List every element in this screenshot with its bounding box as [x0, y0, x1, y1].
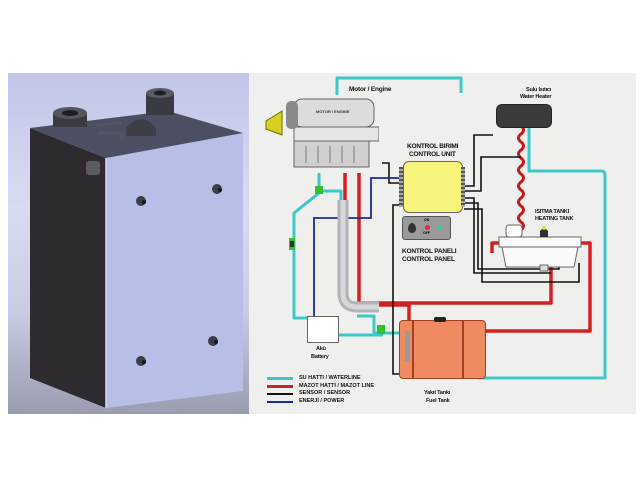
- control-unit-label-en: CONTROL UNIT: [409, 151, 456, 158]
- legend-swatch-fuel: [267, 385, 293, 388]
- control-unit-box: [403, 161, 463, 213]
- water-heater-label-tr: Sulu Isıtıcı: [526, 87, 552, 93]
- legend-swatch-sensor: [267, 393, 293, 395]
- fitting-elbow-icon: [126, 119, 156, 136]
- tank-side-face: [30, 128, 106, 408]
- switch-red[interactable]: [425, 225, 430, 230]
- legend: SU HATTI / WATERLINE MAZOT HATTI / MAZOT…: [267, 375, 397, 411]
- battery-box: [307, 316, 339, 343]
- control-panel-label-tr: KONTROL PANELI: [402, 248, 457, 255]
- legend-label-sensor: SENSOR / SENSOR: [299, 390, 351, 396]
- switch-on-label: ON: [424, 218, 430, 222]
- control-unit-pins-right: [461, 167, 465, 207]
- control-panel-label-en: CONTROL PANEL: [402, 256, 455, 263]
- heating-tank-label-en: HEATING TANK: [535, 216, 574, 222]
- control-unit-label-tr: KONTROL BIRIMI: [407, 143, 459, 150]
- engine-label: Motor / Engine: [349, 86, 392, 93]
- exhaust-pipe: [337, 200, 379, 313]
- battery-label-tr: Akü: [316, 346, 326, 352]
- engine-icon: MOTOR / ENGINE: [265, 98, 379, 168]
- heating-tank-icon: [498, 224, 582, 272]
- fuel-tank-box: [399, 317, 486, 379]
- side-fitting-icon: [86, 161, 100, 175]
- diagram-lines: [289, 76, 607, 380]
- power-lines: [313, 177, 401, 318]
- heater-fuel-coil: [517, 116, 525, 248]
- heating-system-diagram: MOTOR / ENGINE ON OFF Motor / Engine Sul…: [249, 73, 636, 414]
- legend-label-power: ENERJI / POWER: [299, 398, 345, 404]
- heating-tank-label-tr: ISITMA TANKI: [535, 209, 569, 215]
- battery-label-en: Battery: [311, 354, 329, 360]
- water-tee-fitting: [315, 186, 323, 194]
- legend-swatch-water: [267, 377, 293, 380]
- engine-plate-text: MOTOR / ENGINE: [316, 109, 350, 114]
- control-unit-pins-left: [399, 167, 403, 207]
- water-tee-fitting-2: [377, 325, 385, 334]
- legend-label-water: SU HATTI / WATERLINE: [299, 375, 361, 381]
- water-heater: [496, 104, 552, 128]
- fuel-level-sensor: [405, 331, 410, 361]
- legend-swatch-power: [267, 401, 293, 403]
- fuel-drop-icon: [408, 223, 416, 233]
- control-panel-box: ON OFF: [402, 216, 451, 240]
- tank-front-face: [106, 133, 243, 408]
- tank-render-image: [8, 73, 249, 414]
- fuel-tank-label-en: Fuel Tank: [426, 398, 450, 404]
- fitting-icon: [146, 93, 174, 115]
- fuel-tank-label-tr: Yakıt Tankı: [424, 390, 451, 396]
- switch-off-label: OFF: [423, 231, 430, 235]
- fuel-tank-cap: [434, 317, 446, 322]
- switch-green[interactable]: [437, 225, 442, 230]
- legend-label-fuel: MAZOT HATTI / MAZOT LINE: [299, 383, 375, 389]
- tank-render-svg: [30, 88, 243, 408]
- water-heater-label-en: Water Heater: [520, 94, 552, 100]
